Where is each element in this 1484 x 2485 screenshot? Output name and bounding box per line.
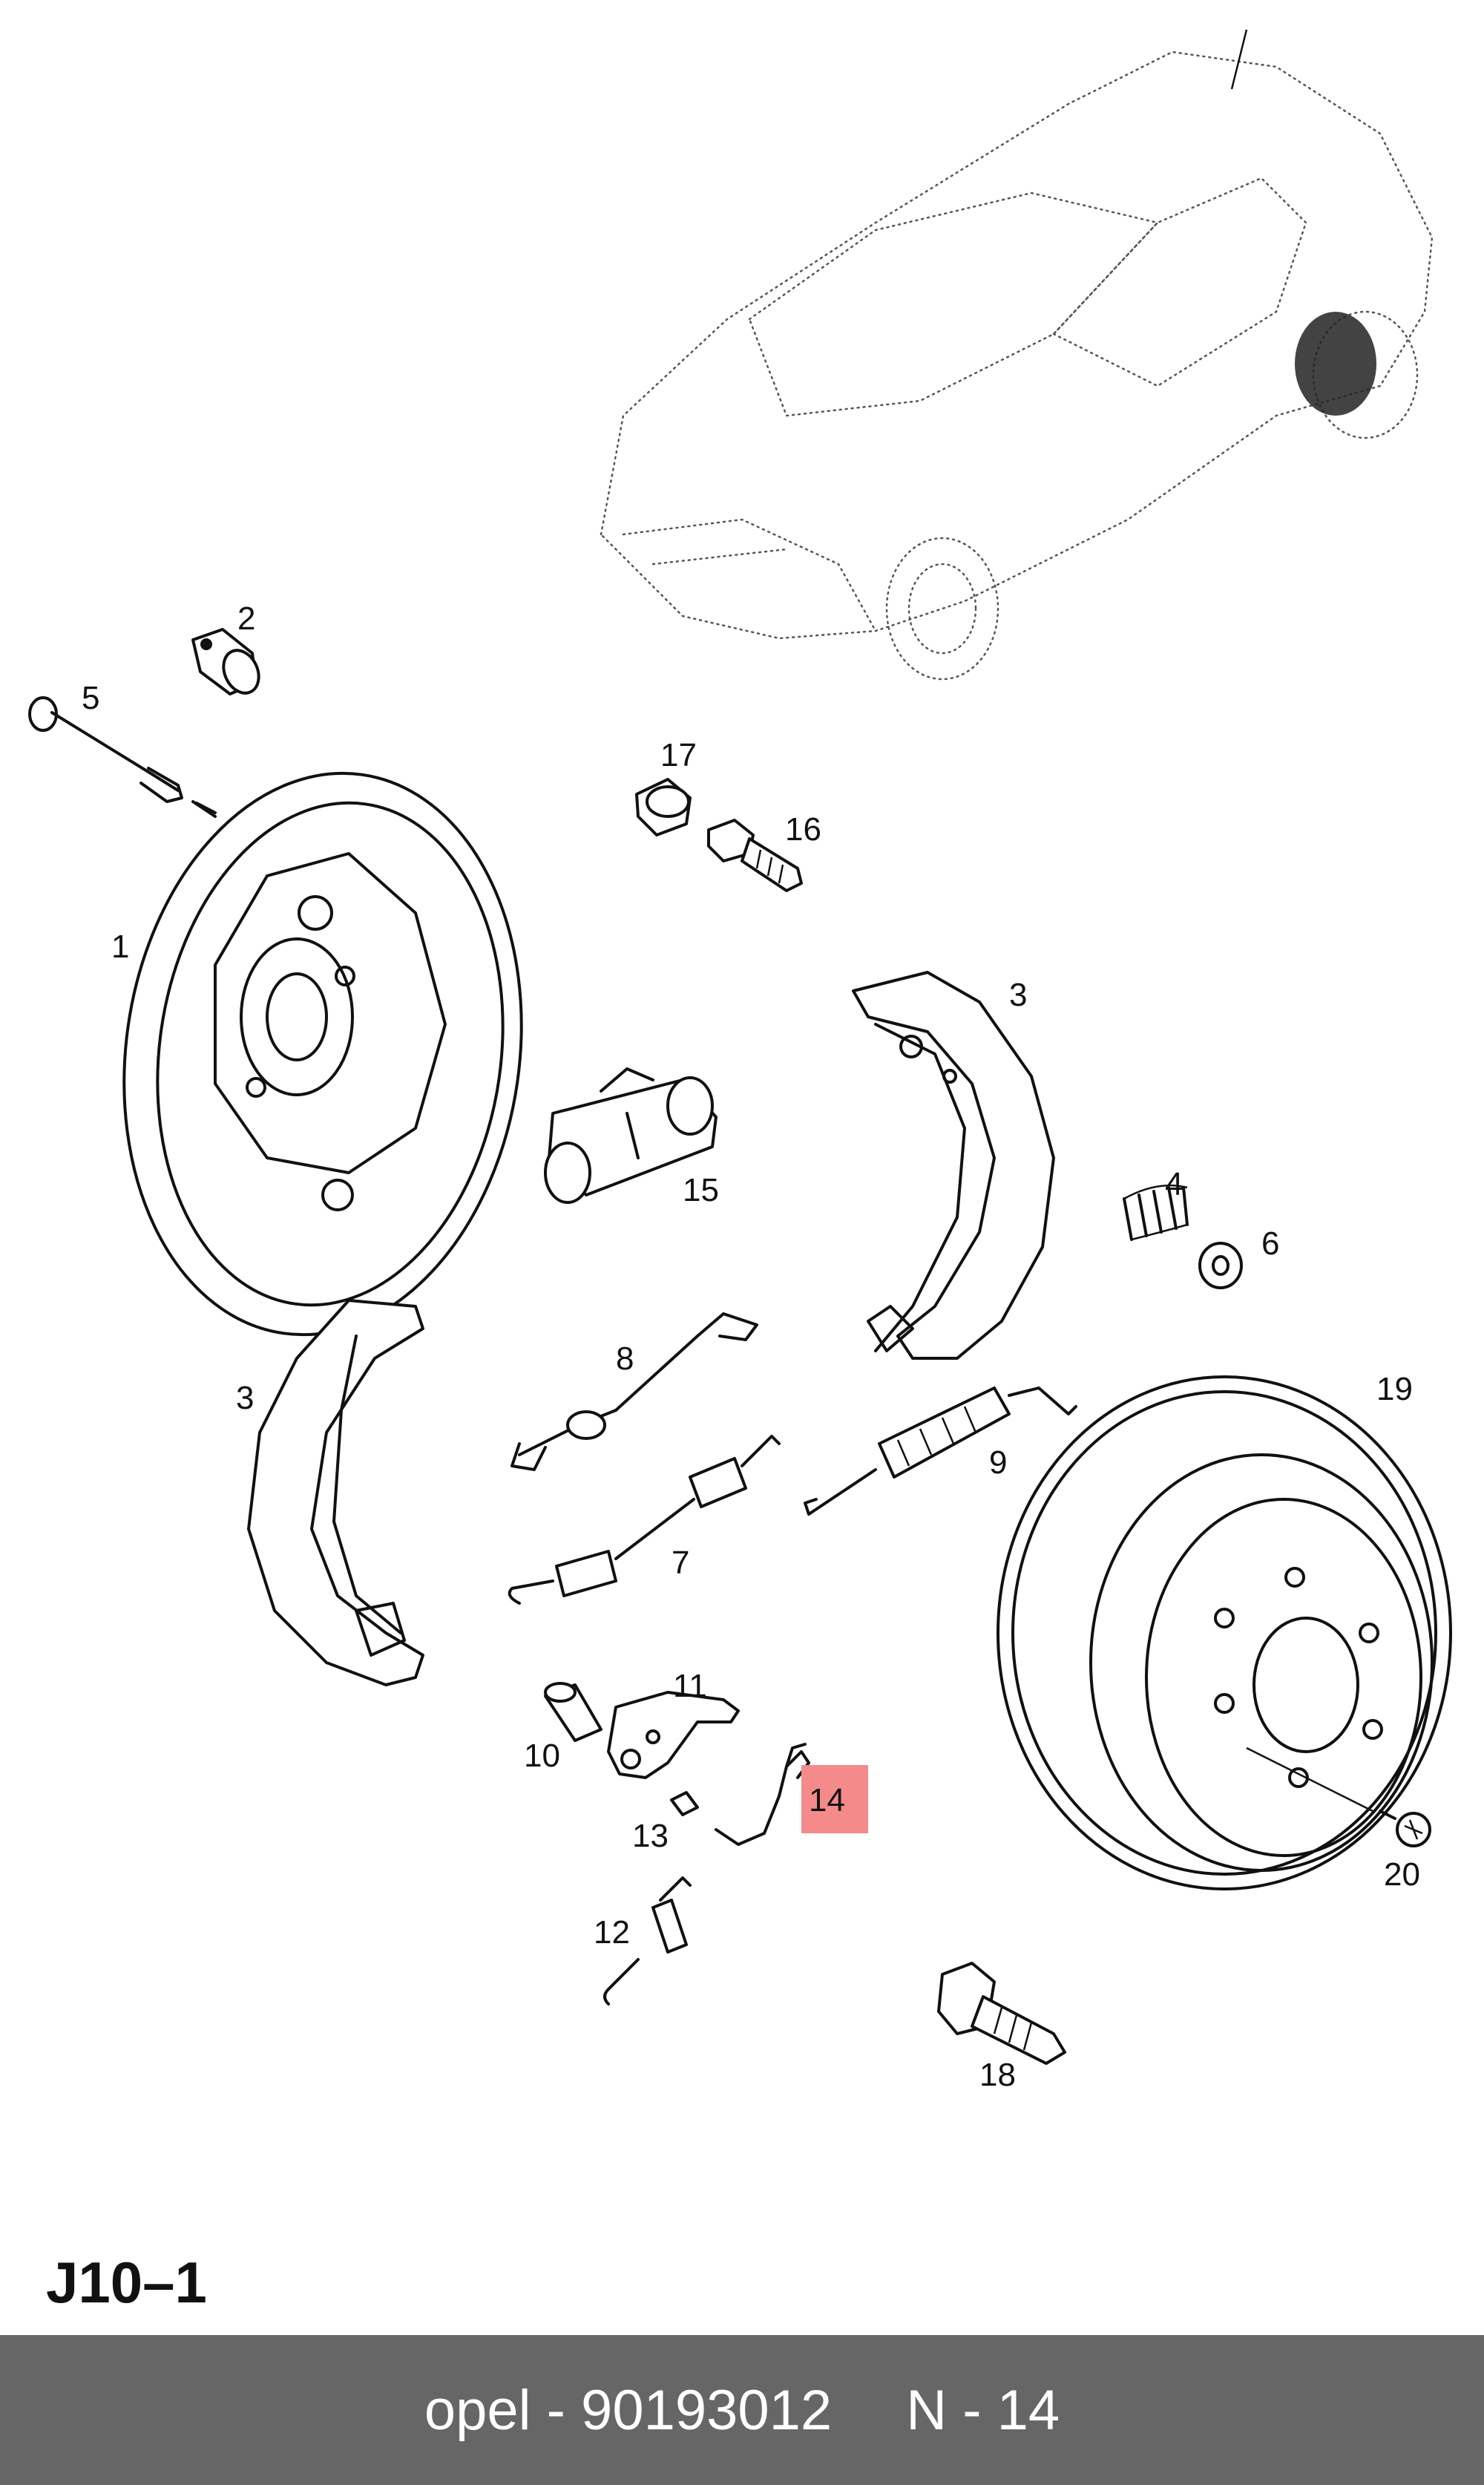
callout-8: 8 xyxy=(616,1340,634,1377)
callout-6: 6 xyxy=(1261,1225,1279,1262)
part-spring-12 xyxy=(603,1876,692,2006)
part-bolt-5 xyxy=(28,696,217,814)
part-bleeder-screw xyxy=(707,819,803,892)
part-clip xyxy=(670,1791,699,1816)
footer-part-number: opel - 90193012 xyxy=(424,2378,833,2442)
callout-7: 7 xyxy=(672,1545,689,1581)
page-code: J10–1 xyxy=(46,2250,207,2315)
callout-3a: 3 xyxy=(1009,977,1027,1013)
footer-bar: opel - 90193012 N - 14 xyxy=(0,2335,1484,2485)
part-brake-shoe-left xyxy=(247,1299,424,1686)
callout-5: 5 xyxy=(82,680,99,716)
part-wire-14 xyxy=(715,1743,810,1846)
part-return-spring-9 xyxy=(804,1386,1077,1516)
highlight-box-14 xyxy=(801,1765,868,1833)
part-lever xyxy=(607,1691,740,1779)
callout-1: 1 xyxy=(111,929,129,965)
exploded-parts-diagram: 1 2 3 3 4 5 6 7 8 9 10 11 12 13 14 15 16… xyxy=(28,29,1452,2093)
callout-9: 9 xyxy=(989,1444,1007,1481)
part-brake-shoe-right xyxy=(852,971,1055,1360)
callout-3b: 3 xyxy=(236,1380,254,1416)
part-backing-plate xyxy=(122,771,523,1337)
callout-20: 20 xyxy=(1384,1856,1420,1893)
callout-10: 10 xyxy=(524,1738,560,1774)
part-wheel-bolt xyxy=(937,1962,1066,2065)
part-cap xyxy=(635,778,692,836)
part-wheel-cylinder xyxy=(544,1067,718,1204)
callout-11: 11 xyxy=(673,1668,707,1704)
callout-16: 16 xyxy=(785,811,821,848)
callout-12: 12 xyxy=(594,1914,630,1951)
part-brake-drum xyxy=(997,1375,1452,1890)
part-spring-4 xyxy=(1123,1184,1189,1241)
part-plug xyxy=(191,628,260,695)
part-spring-7 xyxy=(508,1435,781,1605)
callout-4: 4 xyxy=(1165,1166,1183,1202)
part-pin xyxy=(544,1682,603,1742)
part-screw xyxy=(1379,1810,1431,1847)
callout-18: 18 xyxy=(979,2057,1016,2093)
part-washer xyxy=(1198,1242,1243,1289)
callout-2: 2 xyxy=(237,600,255,637)
callout-15: 15 xyxy=(683,1172,719,1208)
callout-19: 19 xyxy=(1376,1371,1413,1407)
callout-17: 17 xyxy=(660,737,697,773)
footer-position: N - 14 xyxy=(906,2378,1060,2442)
part-adjuster xyxy=(510,1312,758,1471)
vehicle-outline xyxy=(600,29,1434,681)
callout-13: 13 xyxy=(632,1818,669,1854)
callout-14: 14 xyxy=(809,1782,845,1818)
